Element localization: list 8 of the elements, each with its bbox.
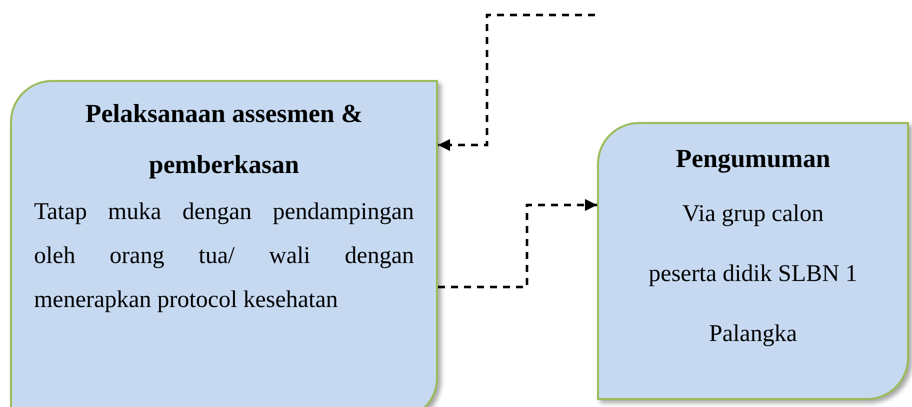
box-description: Via grup calon peserta didik SLBN 1 Palangka bbox=[648, 200, 858, 349]
arrow bbox=[438, 14, 595, 151]
process-box bbox=[10, 80, 438, 407]
process-box bbox=[597, 122, 909, 400]
arrow bbox=[438, 199, 597, 288]
box-description: Tatap muka dengan pendampingan oleh orang tua/ wali dengan menerapkan protocol kesehatan bbox=[34, 198, 414, 315]
box-heading: Pengumuman bbox=[674, 143, 832, 175]
box-heading: Pelaksanaan assesmen & pemberkasan bbox=[84, 98, 364, 181]
